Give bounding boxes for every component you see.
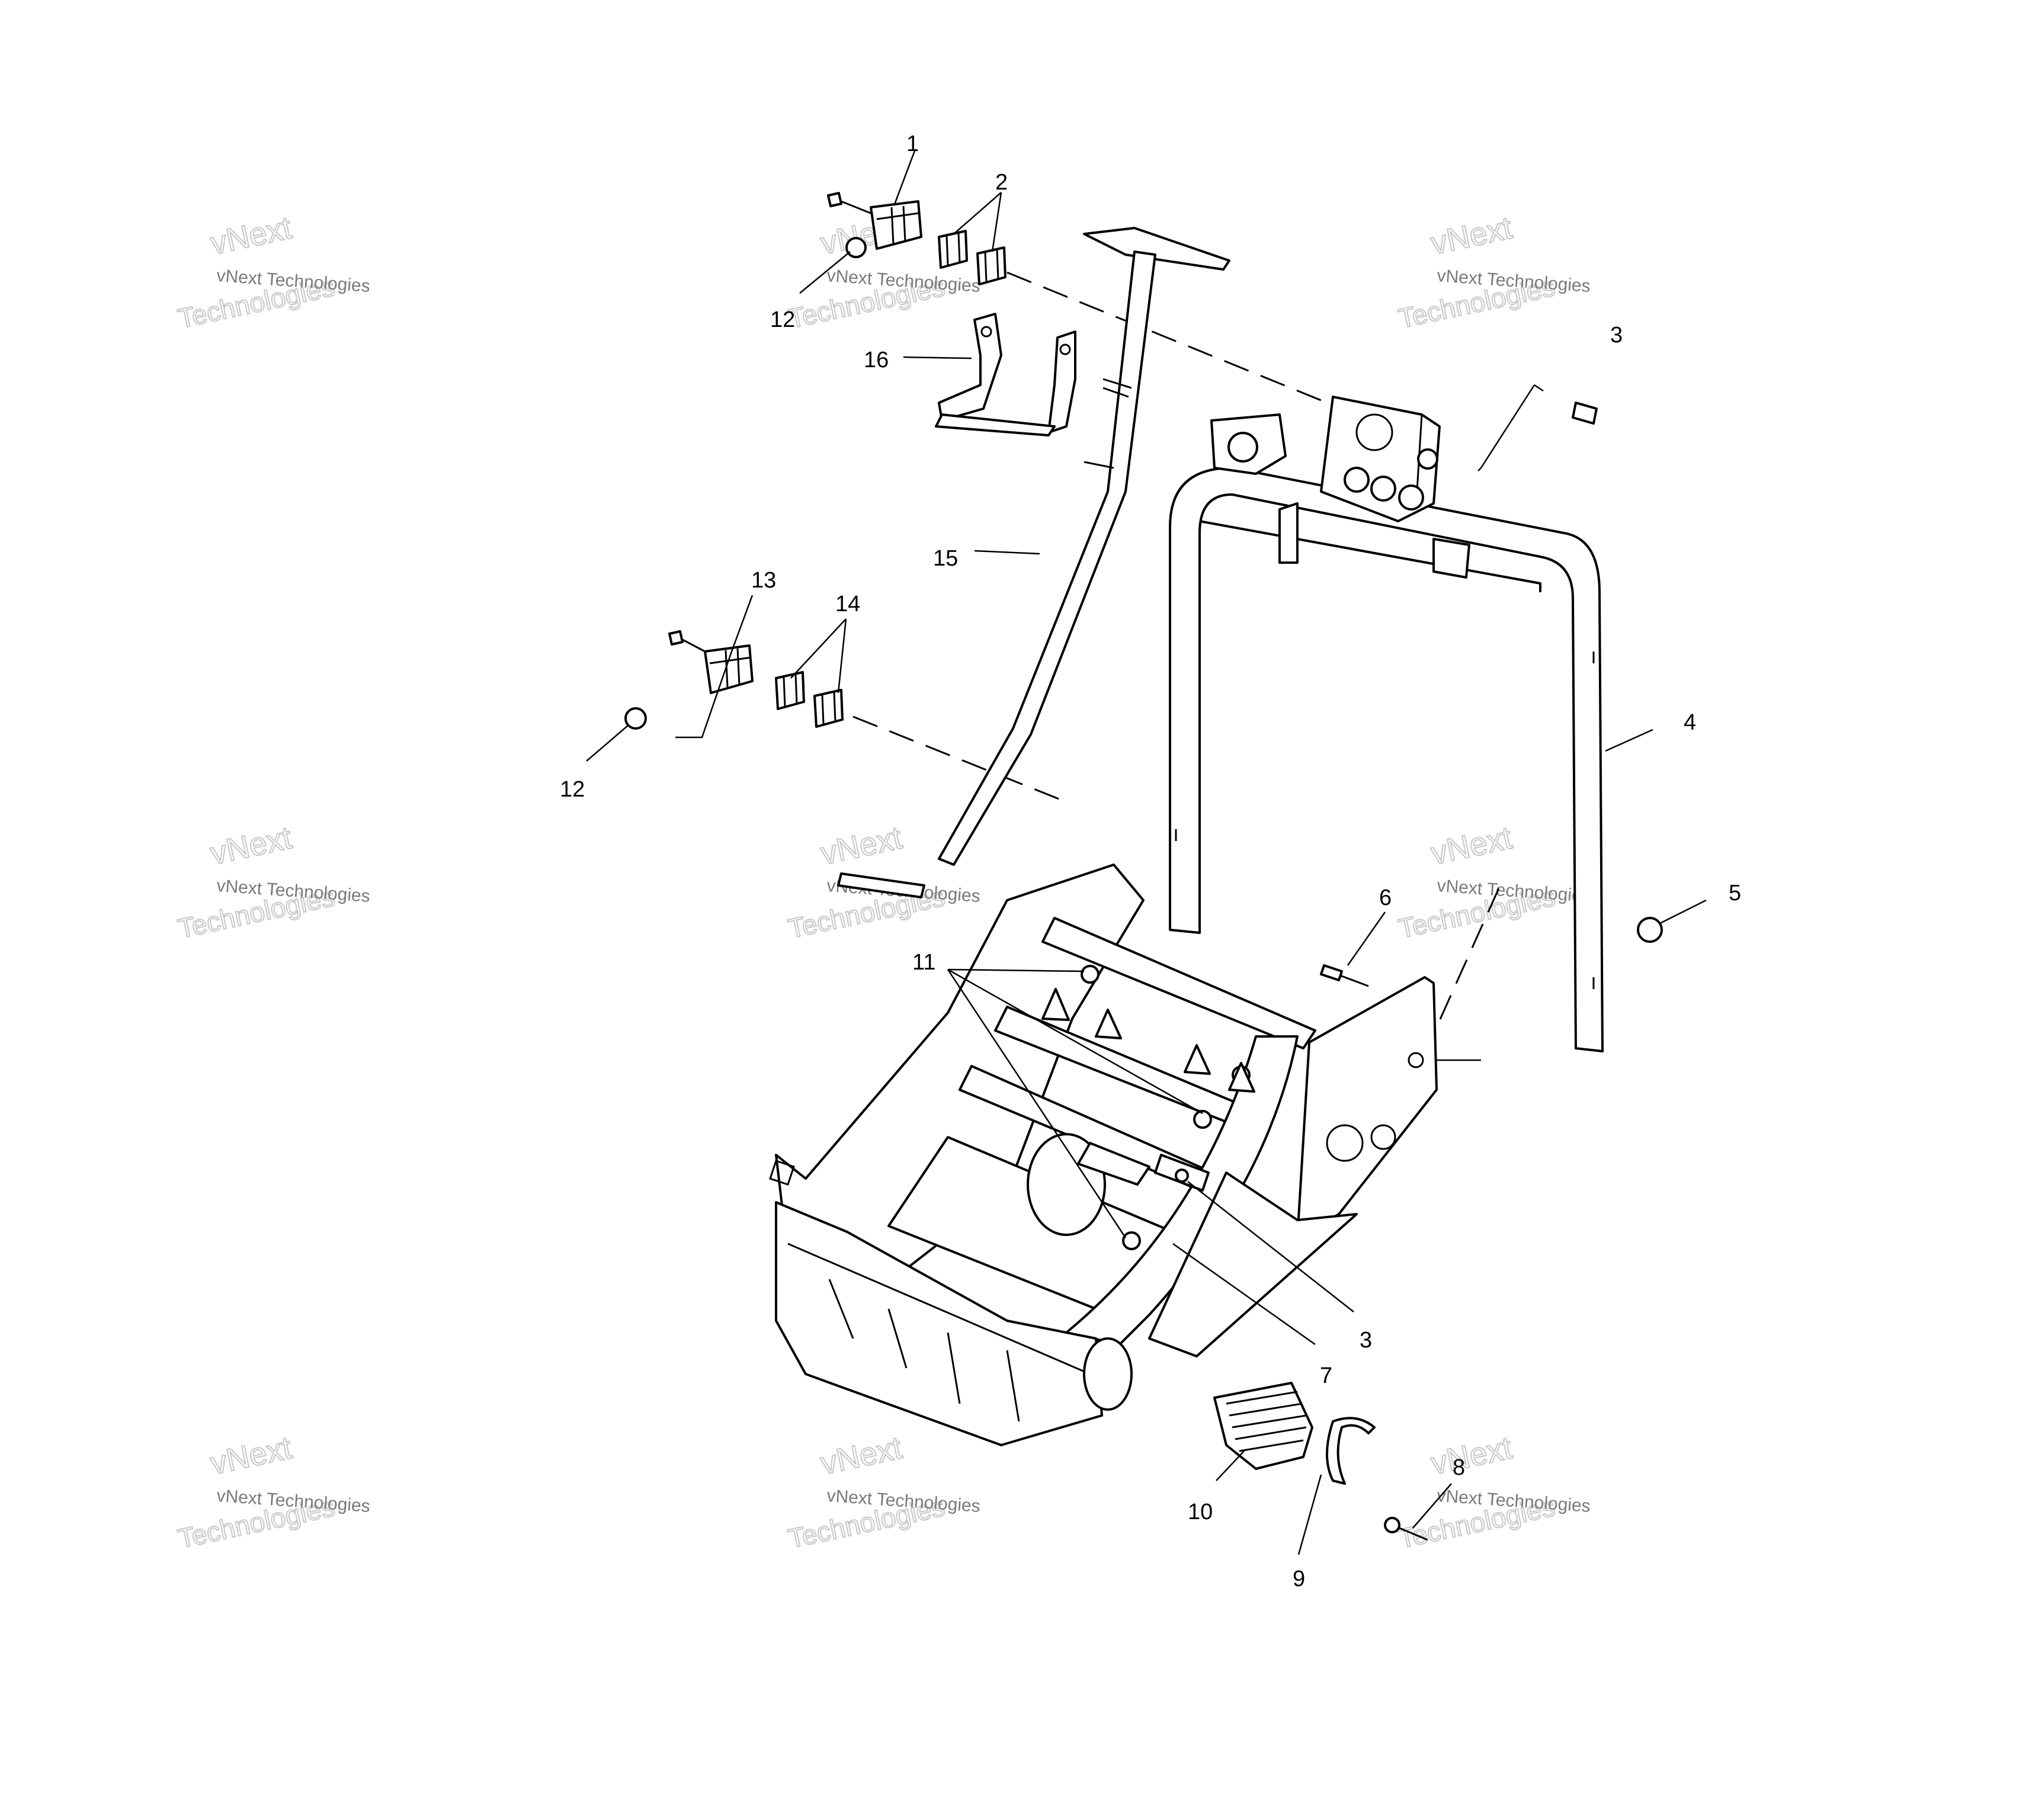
- upper-frame-hoop: [1169, 396, 1604, 1052]
- callout-4: 4: [1684, 710, 1696, 735]
- upper-bushings: [938, 230, 1007, 285]
- svg-text:vNext: vNext: [818, 820, 905, 871]
- hoop-bolt: [1320, 964, 1369, 987]
- boot-screw: [1384, 1517, 1428, 1541]
- lower-steering-clamp: [668, 630, 754, 694]
- callouts: 1 2 3 3 4 5 6 7 8 9 10 11 12 12 13 14 15…: [560, 131, 1741, 1591]
- callout-5: 5: [1729, 881, 1741, 906]
- hoop-nut: [1637, 917, 1663, 943]
- svg-text:vNext: vNext: [207, 210, 295, 261]
- svg-text:vNext: vNext: [1428, 820, 1515, 871]
- callout-2: 2: [995, 170, 1008, 195]
- callout-13: 13: [751, 568, 776, 593]
- lower-nut: [624, 707, 647, 730]
- callout-7: 7: [1320, 1363, 1332, 1388]
- callout-12: 12: [770, 307, 795, 332]
- callout-16: 16: [864, 348, 889, 373]
- callout-6: 6: [1379, 885, 1392, 910]
- callout-9: 9: [1293, 1567, 1305, 1591]
- front-chassis: [769, 864, 1438, 1446]
- lower-bushings: [775, 671, 844, 728]
- svg-text:vNext: vNext: [207, 820, 295, 871]
- svg-text:vNext: vNext: [207, 1430, 295, 1481]
- callout-8: 8: [1453, 1455, 1465, 1480]
- upper-steering-clamp: [827, 192, 922, 250]
- callout-3: 3: [1360, 1328, 1372, 1353]
- callout-10: 10: [1188, 1500, 1213, 1524]
- steering-post: [837, 227, 1230, 898]
- callout-3: 3: [1610, 323, 1623, 348]
- lower-center-bracket: [1154, 1154, 1210, 1192]
- callout-14: 14: [835, 592, 860, 617]
- svg-text:vNext: vNext: [1428, 1430, 1515, 1481]
- steering-support-bracket: [935, 313, 1076, 436]
- callout-12: 12: [560, 777, 585, 802]
- callout-15: 15: [933, 546, 958, 571]
- svg-text:vNext: vNext: [818, 1430, 905, 1481]
- svg-text:vNext: vNext: [1428, 210, 1515, 261]
- upper-bolt: [1477, 384, 1598, 471]
- upper-nut: [845, 237, 867, 258]
- steering-boot: [1213, 1382, 1313, 1470]
- callout-11: 11: [912, 950, 935, 975]
- callout-1: 1: [906, 131, 919, 156]
- callout-leaders: [586, 149, 1707, 1555]
- boot-clamp-ring: [1326, 1417, 1376, 1485]
